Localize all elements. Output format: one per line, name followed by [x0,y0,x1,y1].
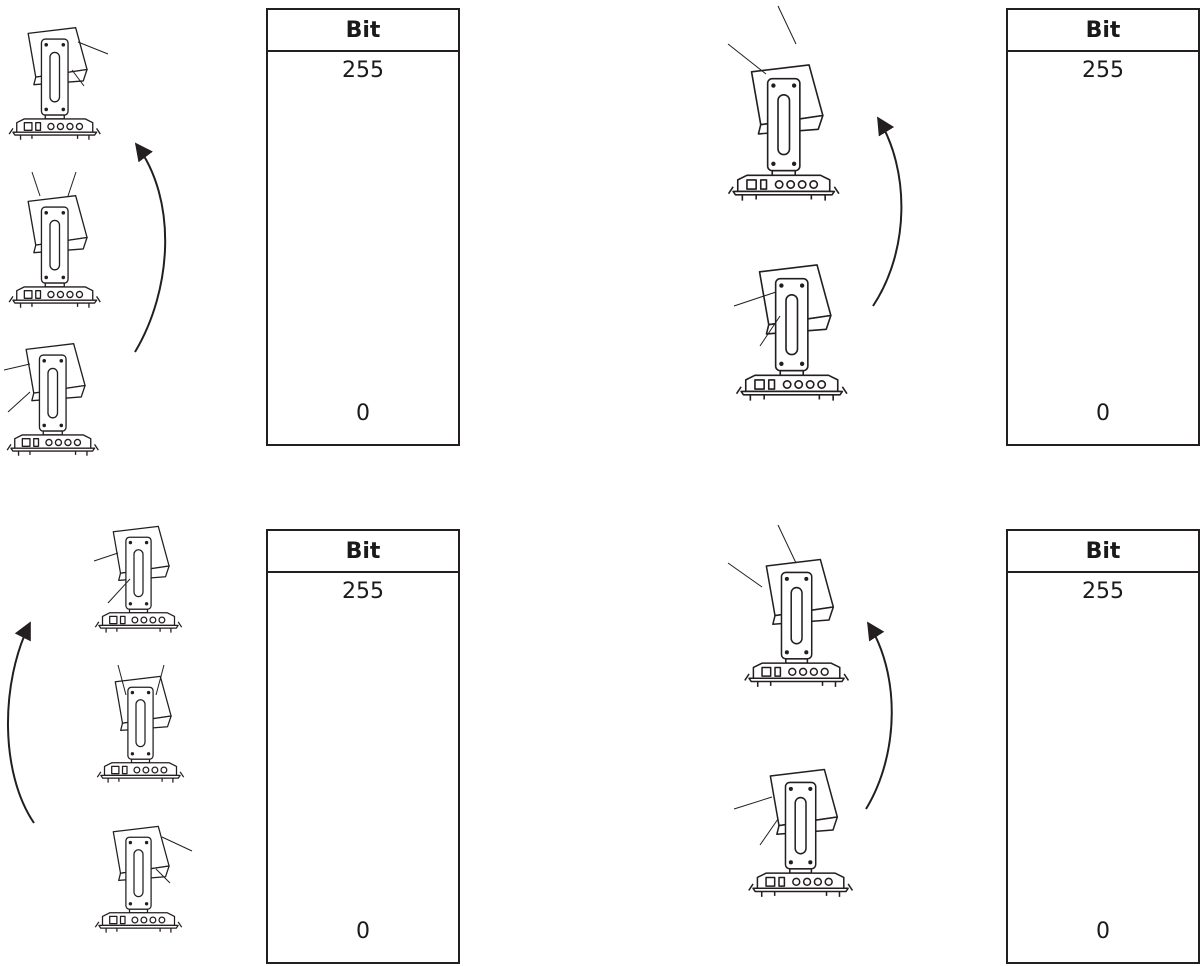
fixture-tilted [8,27,102,141]
beam-line [727,43,767,75]
beam-line [155,868,171,884]
beam-line [3,363,31,371]
bit-min-value: 0 [356,401,370,426]
bit-max-value: 255 [342,579,384,604]
bit-header: Bit [268,531,458,573]
bit-min-value: 0 [1096,919,1110,944]
beam-line [155,664,165,696]
beam-line [161,836,193,852]
rotation-arrow [872,116,903,307]
fixture-tilted [735,264,848,402]
fixture-illustration [3,27,167,457]
rotation-arrow [865,621,893,810]
fixture-upright [8,195,102,309]
beam-line [759,315,781,347]
beam-line [31,171,41,197]
bit-table: Bit 255 0 [266,8,460,446]
beam-line [117,664,127,696]
beam-line [733,796,773,810]
rotation-arrow [7,621,35,824]
fixture-illustration [727,5,903,402]
tilt-panel-2: Bit 255 0 [600,0,1200,483]
tilt-panel-4: Bit 255 0 [600,483,1200,966]
fixture-upright [96,675,185,784]
rotation-arrow [134,142,167,353]
beam-line [7,391,31,413]
beam-line [777,5,797,45]
fixture-tilted [744,558,850,688]
tilt-panel-1: Bit 255 0 [0,0,600,483]
bit-table: Bit 255 0 [266,529,460,964]
bit-header: Bit [1008,10,1198,52]
bit-min-value: 0 [356,919,370,944]
fixture-tilted [748,768,854,898]
bit-table: Bit 255 0 [1006,8,1200,446]
fixture-illustration [7,525,193,934]
bit-header: Bit [1008,531,1198,573]
beam-line [71,69,85,87]
beam-line [93,552,119,562]
bit-min-value: 0 [1096,401,1110,426]
beam-line [727,562,763,588]
bit-max-value: 255 [1082,579,1124,604]
beam-line [67,171,77,197]
fixture-illustration [727,524,893,898]
fixture-tilted [727,64,840,202]
bit-header: Bit [268,10,458,52]
bit-max-value: 255 [342,58,384,83]
fixture-tilted [94,525,183,634]
bit-table: Bit 255 0 [1006,529,1200,964]
beam-line [733,291,777,307]
fixture-tilted [94,825,183,934]
beam-line [107,578,131,604]
beam-line [77,41,109,55]
bit-max-value: 255 [1082,58,1124,83]
beam-line [759,818,779,846]
tilt-panel-3: Bit 255 0 [0,483,600,966]
beam-line [777,524,797,564]
